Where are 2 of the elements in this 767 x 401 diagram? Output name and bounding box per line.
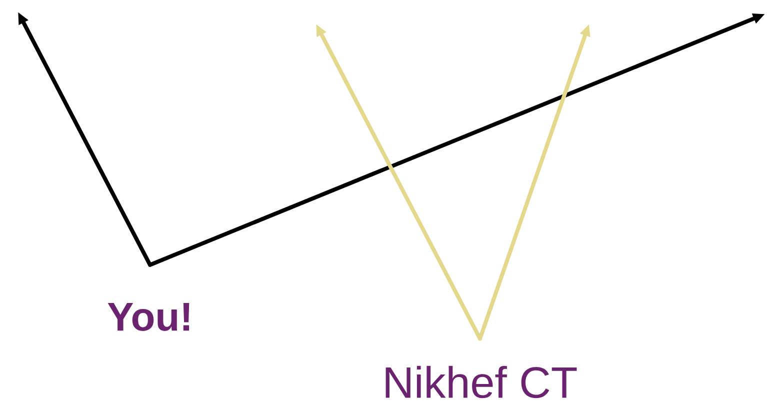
node-label: You! [108, 303, 190, 331]
node-label: Nikhef CT [386, 366, 577, 398]
